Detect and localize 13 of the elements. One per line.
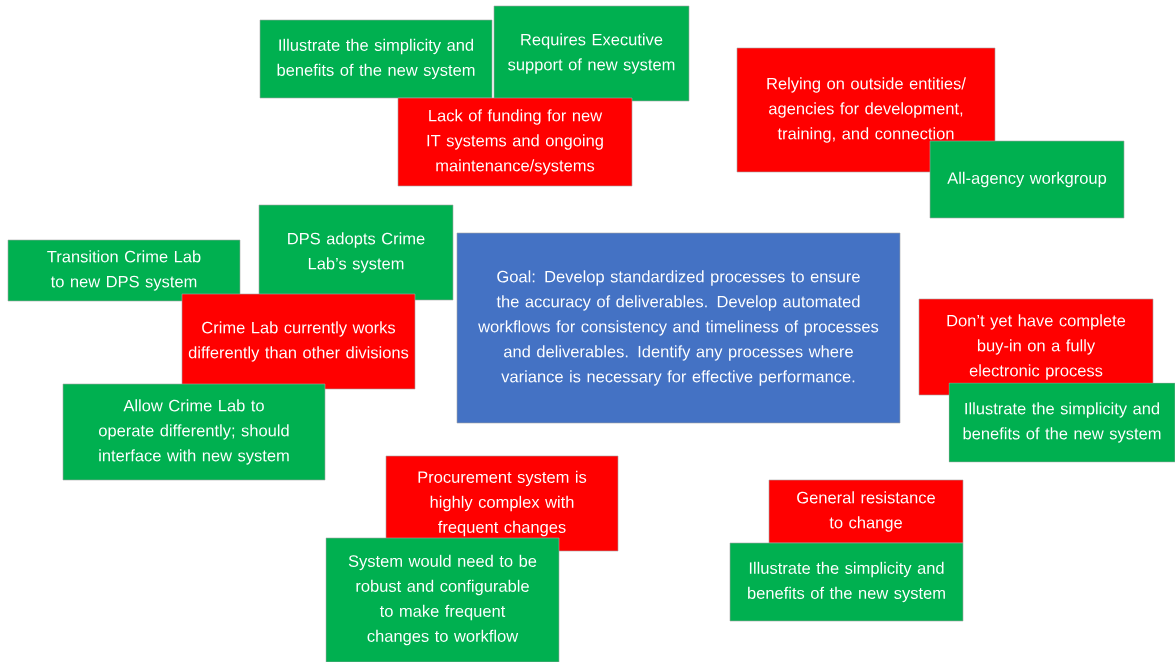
- action-box: DPS adopts Crime Lab’s system: [258, 204, 454, 301]
- goal-box: Goal: Develop standardized processes to ensure the accuracy of deliverables. Develop automated workflows for consistency and timeliness of processes and deliverables. Identify any processes where variance is necessary for effective performance.: [456, 232, 901, 424]
- action-box: Illustrate the simplicity and benefits of the new system: [729, 542, 964, 622]
- action-box: Illustrate the simplicity and benefits of the new system: [948, 382, 1175, 463]
- action-box: System would need to be robust and configurable to make frequent changes to workflow: [325, 537, 560, 662]
- issue-box: Crime Lab currently works differently than other divisions: [181, 293, 416, 390]
- action-box: Transition Crime Lab to new DPS system: [7, 239, 241, 302]
- action-box: Allow Crime Lab to operate differently; should interface with new system: [62, 383, 326, 481]
- issue-box: General resistance to change: [768, 479, 964, 544]
- action-box: Illustrate the simplicity and benefits of the new system: [259, 19, 493, 99]
- action-box: All-agency workgroup: [929, 140, 1125, 219]
- action-box: Requires Executive support of new system: [493, 5, 690, 102]
- issue-box: Lack of funding for new IT systems and ongoing maintenance/systems: [397, 97, 633, 187]
